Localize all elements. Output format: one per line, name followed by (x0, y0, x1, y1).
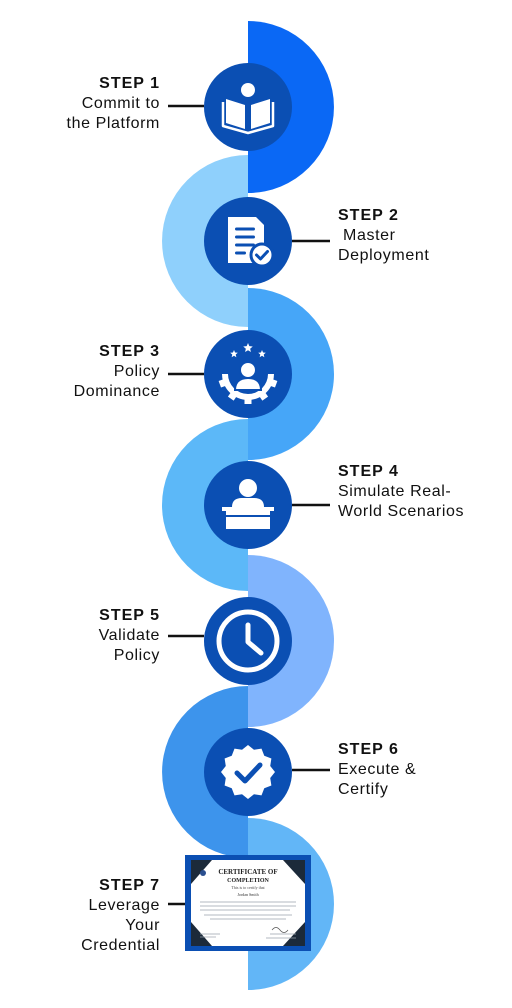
step-1-number: STEP 1 (99, 75, 160, 92)
step-7-number: STEP 7 (99, 877, 160, 894)
step-5-text-line: Validate (98, 627, 160, 644)
certificate-subtitle: This is to certify that (231, 885, 265, 890)
step-7-text-line: Your (125, 917, 160, 934)
person-gear-stars-icon (218, 343, 278, 404)
step-1-text-line: the Platform (66, 115, 160, 132)
step-2-text-line: Deployment (338, 247, 430, 264)
step-6-text-line: Certify (338, 781, 389, 798)
step-7-text-line: Leverage (88, 897, 160, 914)
step-4-text-line: World Scenarios (338, 503, 465, 520)
step-circles (204, 63, 292, 816)
certificate-title-1: CERTIFICATE OF (218, 868, 277, 876)
step-5-text-line: Policy (113, 647, 160, 664)
step-2-text-line: Master (338, 227, 396, 244)
certificate-signature (271, 927, 289, 933)
certificate-fine-print (200, 901, 296, 939)
connector-lines (168, 104, 330, 906)
step-6-text-line: Execute & (338, 761, 417, 778)
step-4-text-line: Simulate Real- (338, 483, 452, 500)
step-3-text-line: Policy (113, 363, 160, 380)
certificate-corner-top-right (283, 860, 305, 884)
step-1-text-line: Commit to (81, 95, 160, 112)
step-3-text-line: Dominance (73, 383, 160, 400)
step-7-text-line: Credential (81, 937, 160, 954)
verified-badge-icon (221, 745, 275, 799)
open-book-reader-icon (221, 83, 275, 135)
step-5-number: STEP 5 (99, 607, 160, 624)
person-at-desk-icon (222, 479, 274, 529)
step-4-label: STEP 4 Simulate Real- World Scenarios (338, 462, 464, 522)
step-2-number: STEP 2 (338, 207, 399, 224)
certificate-image: CERTIFICATE OF COMPLETION This is to cer… (185, 855, 311, 951)
clock-icon (216, 609, 280, 673)
certificate-name: Jordan Smith (237, 892, 258, 897)
step-6-label: STEP 6 Execute & Certify (338, 740, 416, 800)
step-1-circle (204, 63, 292, 151)
step-3-number: STEP 3 (99, 343, 160, 360)
step-6-number: STEP 6 (338, 741, 399, 758)
step-4-number: STEP 4 (338, 463, 399, 480)
step-1-label: STEP 1 Commit to the Platform (67, 74, 160, 134)
checked-document-icon (228, 217, 275, 268)
certificate-logo (200, 870, 206, 876)
certificate-title-2: COMPLETION (227, 878, 269, 884)
